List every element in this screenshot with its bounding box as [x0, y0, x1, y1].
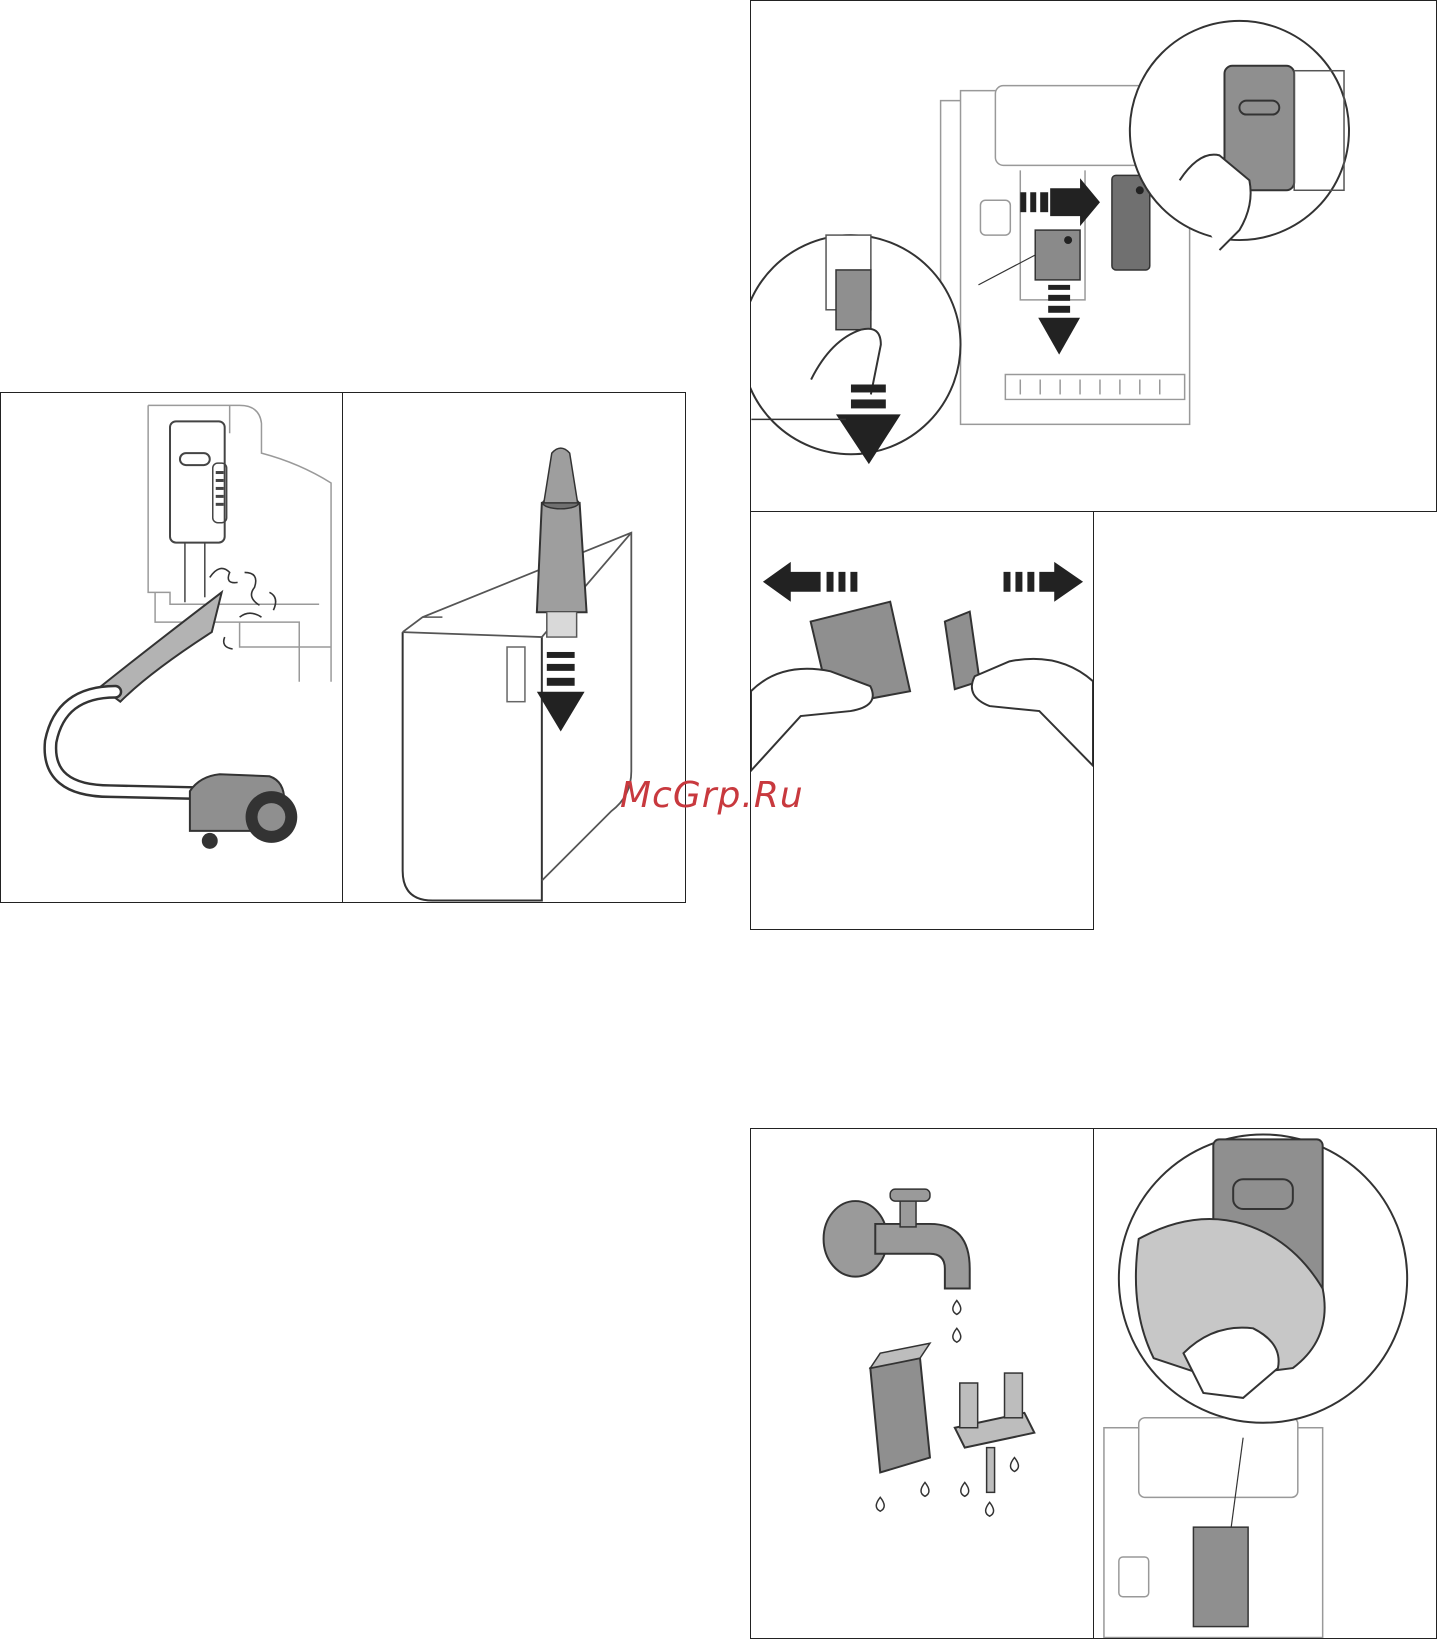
figure-separate-infuser-parts	[750, 511, 1094, 930]
figure-remove-infuser	[750, 0, 1437, 512]
water-filter-icon	[343, 393, 685, 902]
hands-separating-icon	[751, 512, 1093, 929]
figure-water-tank-filter	[342, 392, 686, 903]
figure-vacuum-cleaning	[0, 392, 343, 903]
watermark-text: McGrp.Ru	[620, 775, 804, 816]
vacuum-cleaner-icon	[1, 393, 342, 902]
infuser-removal-icon	[751, 1, 1436, 511]
figure-rinse-under-tap	[750, 1128, 1094, 1639]
tap-water-icon	[751, 1129, 1093, 1638]
cloth-wiping-icon	[1094, 1129, 1436, 1638]
figure-wipe-with-cloth	[1093, 1128, 1437, 1639]
